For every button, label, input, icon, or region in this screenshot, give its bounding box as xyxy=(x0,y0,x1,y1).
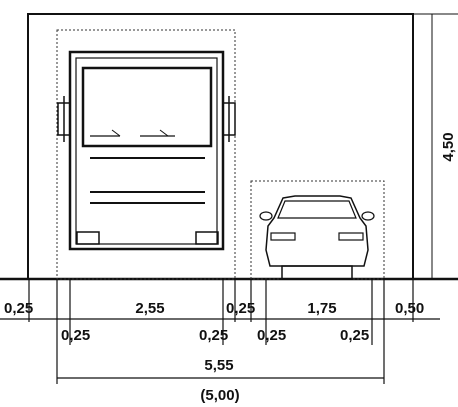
label-bus-left: 0,25 xyxy=(61,327,90,344)
dimension-ticks xyxy=(28,279,414,384)
label-left-margin: 0,25 xyxy=(4,300,33,317)
label-gap-clearance: 0,25 xyxy=(226,300,255,317)
label-car-right: 0,25 xyxy=(340,327,369,344)
label-total-width: 5,55 xyxy=(204,357,233,374)
bus-clearance-envelope xyxy=(56,29,236,280)
height-label: 4,50 xyxy=(440,132,457,161)
bus-icon xyxy=(57,50,236,251)
label-bus-width: 2,55 xyxy=(135,300,164,317)
label-car-width: 1,75 xyxy=(307,300,336,317)
label-bus-right: 0,25 xyxy=(199,327,228,344)
label-right-margin: 0,50 xyxy=(395,300,424,317)
label-car-left: 0,25 xyxy=(257,327,286,344)
label-total-width-alt: (5,00) xyxy=(200,387,239,404)
car-icon xyxy=(259,195,375,280)
